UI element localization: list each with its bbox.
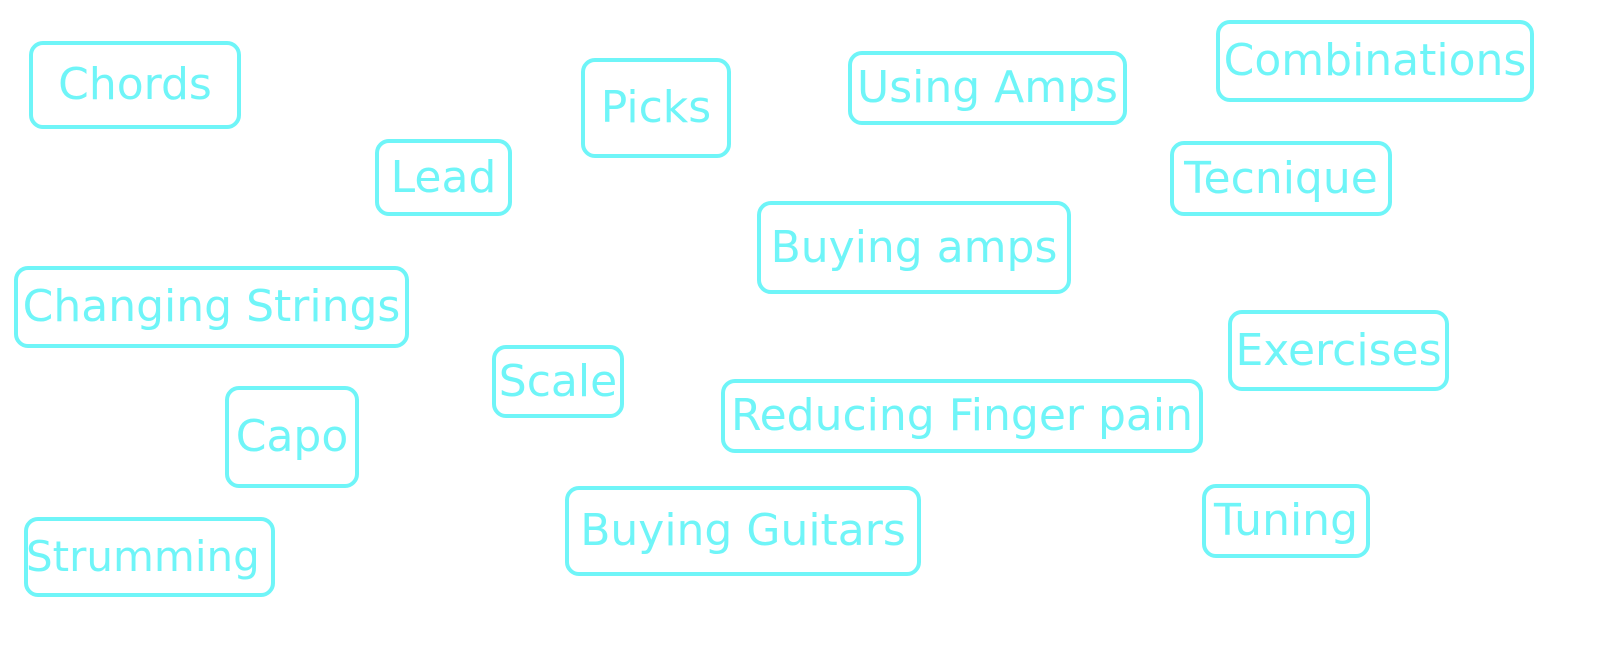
topic-tag-reducing-finger-pain[interactable]: Reducing Finger pain xyxy=(721,379,1203,453)
topic-label-scale: Scale xyxy=(498,355,618,407)
topic-label-exercises: Exercises xyxy=(1235,324,1442,376)
topic-label-chords: Chords xyxy=(58,59,212,110)
topic-label-buying-guitars: Buying Guitars xyxy=(580,505,906,556)
topic-label-using-amps: Using Amps xyxy=(857,62,1118,113)
topic-tag-strumming[interactable]: Strumming xyxy=(24,517,275,597)
topic-label-reducing-finger-pain: Reducing Finger pain xyxy=(731,390,1193,441)
topic-label-capo: Capo xyxy=(235,411,349,462)
topic-tag-lead[interactable]: Lead xyxy=(375,139,512,216)
topic-tag-tecnique[interactable]: Tecnique xyxy=(1170,141,1392,216)
topic-tag-combinations[interactable]: Combinations xyxy=(1216,20,1534,102)
topic-label-tecnique: Tecnique xyxy=(1184,152,1378,204)
topic-tag-exercises[interactable]: Exercises xyxy=(1228,310,1449,391)
topic-tag-scale[interactable]: Scale xyxy=(492,345,624,418)
topic-label-lead: Lead xyxy=(390,151,497,203)
topic-label-buying-amps: Buying amps xyxy=(770,221,1058,273)
topic-tag-tuning[interactable]: Tuning xyxy=(1202,484,1370,558)
topic-label-strumming: Strumming xyxy=(26,532,260,581)
topic-tag-using-amps[interactable]: Using Amps xyxy=(848,51,1127,125)
topic-label-tuning: Tuning xyxy=(1213,495,1358,546)
topic-tag-buying-guitars[interactable]: Buying Guitars xyxy=(565,486,921,576)
topic-tag-chords[interactable]: Chords xyxy=(29,41,241,129)
topic-label-combinations: Combinations xyxy=(1223,35,1527,86)
topic-label-picks: Picks xyxy=(600,82,712,133)
topic-tag-changing-strings[interactable]: Changing Strings xyxy=(14,266,409,348)
topic-tag-buying-amps[interactable]: Buying amps xyxy=(757,201,1071,294)
topic-tag-capo[interactable]: Capo xyxy=(225,386,359,488)
topic-tag-picks[interactable]: Picks xyxy=(581,58,731,158)
topic-label-changing-strings: Changing Strings xyxy=(22,281,401,332)
